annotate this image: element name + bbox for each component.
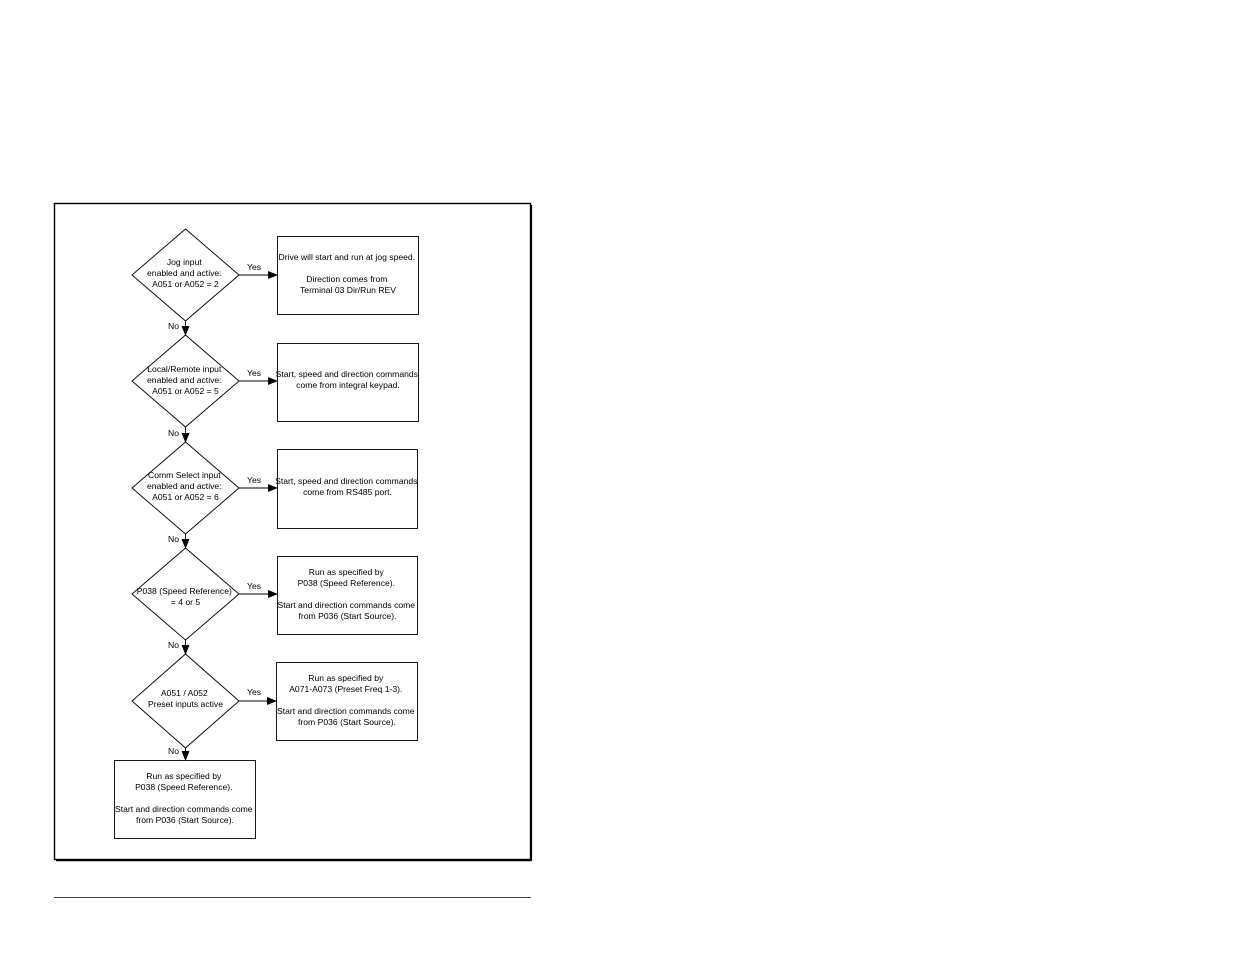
outcome-text: Drive will start and run at jog speed. D… bbox=[278, 252, 417, 295]
outcome-line: from P036 (Start Source). bbox=[298, 717, 396, 727]
decision-text: A051 / A052 Preset inputs active bbox=[148, 688, 223, 709]
outcome-text: Run as specified by P038 (Speed Referenc… bbox=[278, 567, 418, 621]
figure-frame bbox=[53, 202, 532, 861]
yes-label: Yes bbox=[247, 475, 261, 485]
outcome-line: Start and direction commands come bbox=[278, 600, 416, 610]
no-label: No bbox=[168, 321, 179, 331]
decision-line: A051 or A052 = 5 bbox=[152, 386, 219, 396]
outcome-text: Run as specified by A071-A073 (Preset Fr… bbox=[277, 673, 417, 727]
outcome-line: from P036 (Start Source). bbox=[299, 611, 397, 621]
outcome-box bbox=[276, 662, 418, 741]
decision-2: Local/Remote input enabled and active: A… bbox=[131, 334, 240, 428]
decision-line: Preset inputs active bbox=[148, 699, 223, 709]
outcome-text: Start, speed and direction commands come… bbox=[275, 476, 420, 497]
yes-label: Yes bbox=[247, 581, 261, 591]
outcome-line: Run as specified by bbox=[308, 673, 384, 683]
outcome-3: Start, speed and direction commands come… bbox=[275, 449, 420, 529]
outcome-line: Run as specified by bbox=[309, 567, 385, 577]
outcome-box bbox=[277, 236, 419, 315]
decision-text: Comm Select input enabled and active: A0… bbox=[147, 470, 224, 502]
decision-line: Jog input bbox=[167, 257, 202, 267]
outcome-box bbox=[277, 449, 418, 529]
no-label: No bbox=[168, 746, 179, 756]
decision-line: enabled and active: bbox=[147, 268, 222, 278]
outcome-2: Start, speed and direction commands come… bbox=[276, 343, 421, 422]
outcome-line: come from integral keypad. bbox=[296, 380, 400, 390]
decision-text: Local/Remote input enabled and active: A… bbox=[147, 364, 224, 396]
no-label: No bbox=[168, 640, 179, 650]
no-label: No bbox=[168, 534, 179, 544]
outcome-line: come from RS485 port. bbox=[303, 487, 392, 497]
decision-line: enabled and active: bbox=[147, 375, 222, 385]
outcome-line: Start and direction commands come bbox=[277, 706, 415, 716]
decision-5: A051 / A052 Preset inputs active bbox=[131, 653, 240, 749]
decision-line: Local/Remote input bbox=[147, 364, 222, 374]
decision-line: Comm Select input bbox=[148, 470, 221, 480]
outcome-line: Drive will start and run at jog speed. bbox=[278, 252, 415, 262]
yes-label: Yes bbox=[247, 687, 261, 697]
decision-1: Jog input enabled and active: A051 or A0… bbox=[131, 228, 240, 322]
outcome-text: Start, speed and direction commands come… bbox=[276, 369, 421, 390]
outcome-line: P038 (Speed Reference). bbox=[298, 578, 395, 588]
outcome-line: Direction comes from bbox=[306, 274, 387, 284]
outcome-box bbox=[114, 760, 256, 839]
outcome-1: Drive will start and run at jog speed. D… bbox=[277, 236, 419, 315]
decision-text: P038 (Speed Reference) = 4 or 5 bbox=[137, 586, 234, 607]
outcome-line: Start and direction commands come bbox=[115, 804, 253, 814]
decision-4: P038 (Speed Reference) = 4 or 5 bbox=[131, 547, 240, 641]
yes-label: Yes bbox=[247, 368, 261, 378]
decision-line: enabled and active: bbox=[147, 481, 222, 491]
yes-label: Yes bbox=[247, 262, 261, 272]
decision-3: Comm Select input enabled and active: A0… bbox=[131, 441, 240, 535]
outcome-line: Terminal 03 Dir/Run REV bbox=[300, 285, 396, 295]
outcome-line: P038 (Speed Reference). bbox=[135, 782, 232, 792]
decision-line: A051 or A052 = 2 bbox=[152, 279, 219, 289]
outcome-line: Run as specified by bbox=[146, 771, 222, 781]
outcome-text: Run as specified by P038 (Speed Referenc… bbox=[115, 771, 255, 825]
no-label: No bbox=[168, 428, 179, 438]
final-outcome: Run as specified by P038 (Speed Referenc… bbox=[114, 760, 256, 839]
outcome-line: Start, speed and direction commands bbox=[276, 369, 418, 379]
decision-line: A051 / A052 bbox=[161, 688, 208, 698]
outcome-line: A071-A073 (Preset Freq 1-3). bbox=[289, 684, 402, 694]
decision-line: A051 or A052 = 6 bbox=[152, 492, 219, 502]
decision-line: = 4 or 5 bbox=[171, 597, 201, 607]
decision-line: P038 (Speed Reference) bbox=[137, 586, 232, 596]
outcome-line: from P036 (Start Source). bbox=[136, 815, 234, 825]
outcome-line: Start, speed and direction commands bbox=[275, 476, 417, 486]
outcome-4: Run as specified by P038 (Speed Referenc… bbox=[277, 556, 418, 635]
outcome-5: Run as specified by A071-A073 (Preset Fr… bbox=[276, 662, 418, 741]
outcome-box bbox=[277, 343, 419, 422]
decision-text: Jog input enabled and active: A051 or A0… bbox=[147, 257, 224, 289]
